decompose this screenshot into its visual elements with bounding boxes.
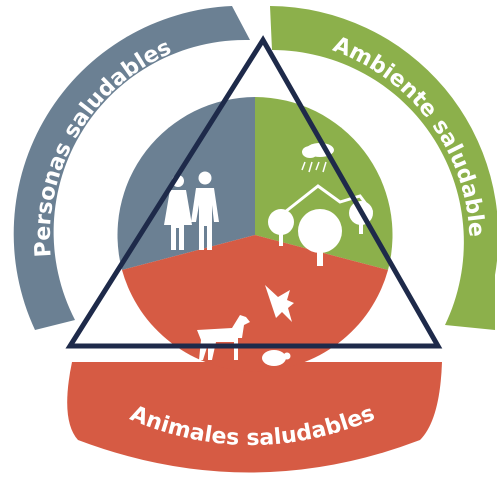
arc-animales — [67, 362, 442, 473]
one-health-triangle — [65, 35, 443, 349]
pie-animales — [122, 235, 388, 372]
arc-personas — [13, 6, 250, 330]
arc-ambiente — [270, 6, 497, 330]
animals-deer-bird-turtle-icon — [197, 285, 294, 366]
pie-personas — [117, 97, 255, 270]
inner-pie — [117, 97, 393, 372]
